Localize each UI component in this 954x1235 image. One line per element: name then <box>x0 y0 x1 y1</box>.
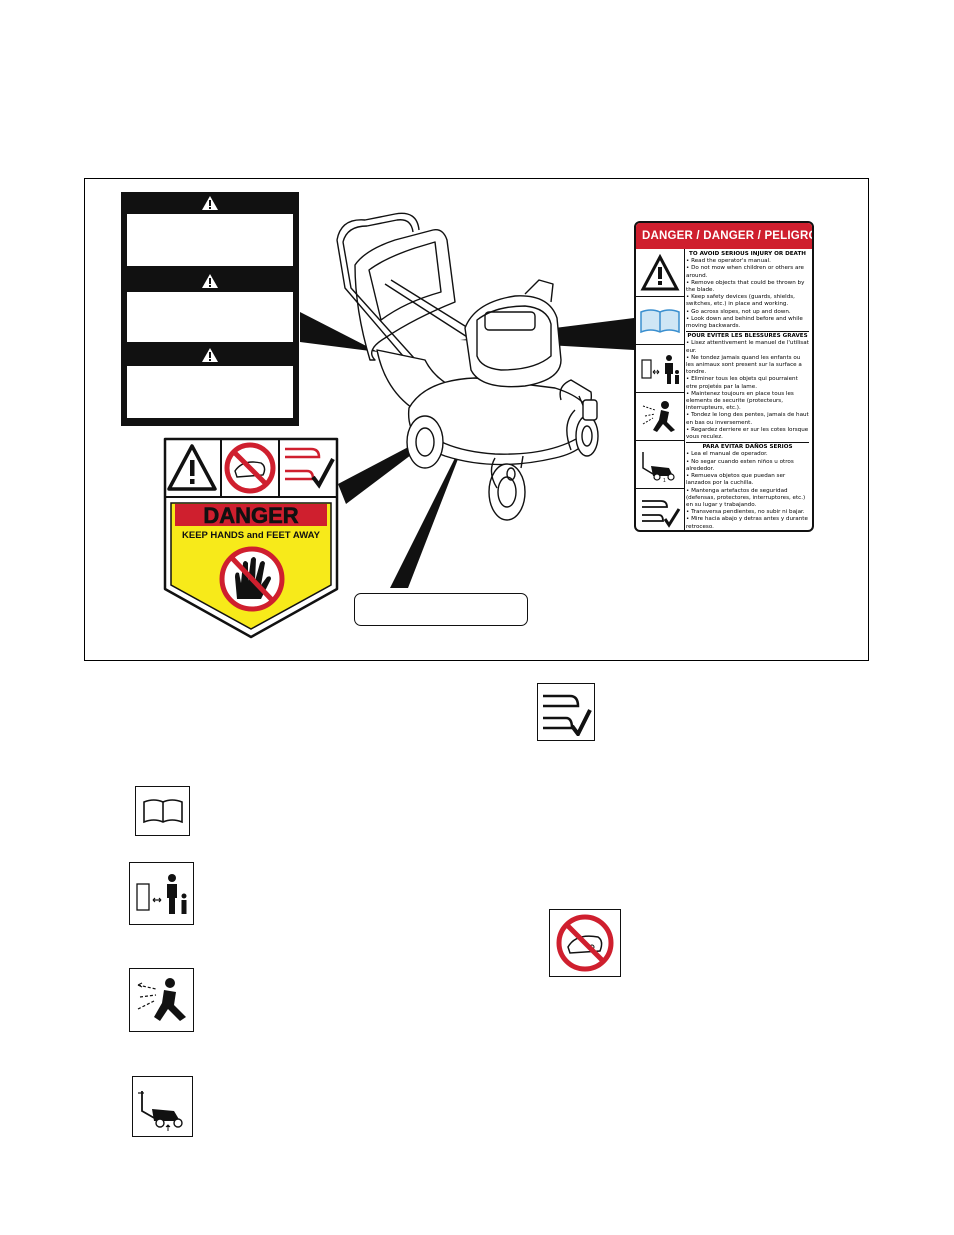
danger-keep-hands-feet-away-decal: DANGER KEEP HANDS and FEET AWAY <box>163 437 339 639</box>
danger-label-icon-column: 1 <box>636 249 685 530</box>
english-heading: TO AVOID SERIOUS INJURY OR DEATH <box>689 251 806 257</box>
danger-label-header: DANGER / DANGER / PELIGRO <box>636 223 812 249</box>
spanish-heading: PARA EVITAR DAÑOS SERIOS <box>702 444 793 451</box>
label-list-item: • Mire hacia abajo y detras antes y dura… <box>686 516 808 528</box>
decal-diagram-frame <box>84 178 869 661</box>
danger-decal-title: DANGER <box>203 503 298 528</box>
operator-manual-icon <box>636 297 684 345</box>
danger-multilingual-label: DANGER / DANGER / PELIGRO 1 TO AVOID SER… <box>634 221 814 532</box>
warning-panel-1 <box>127 214 293 266</box>
warning-triangle-icon <box>121 270 299 292</box>
warning-triangle-icon <box>121 192 299 214</box>
label-list-item: • No segar cuando esten niños u otros al… <box>686 458 794 472</box>
warning-triangle-icon <box>636 249 684 297</box>
lawn-mower-illustration <box>336 212 599 521</box>
label-list-item: • Regardez derriere er sur les cotes lor… <box>686 426 809 441</box>
label-list-item: • Tondez le long des pentes, jamais de h… <box>686 412 809 426</box>
danger-label-text: TO AVOID SERIOUS INJURY OR DEATH • Read … <box>686 251 809 528</box>
danger-label-header-text: DANGER / DANGER / PELIGRO <box>642 230 814 242</box>
slope-mowing-icon: 1 <box>636 441 684 489</box>
no-reaching-under-deck-icon <box>224 442 276 494</box>
slope-mowing-icon <box>132 1076 193 1137</box>
warning-triangle-icon <box>121 344 299 366</box>
no-reaching-under-deck-icon <box>549 909 621 977</box>
label-list-item: • Lisez attentivement le manuel de l'uti… <box>686 340 809 354</box>
label-list-item: • Look down and behind before and while … <box>686 315 803 330</box>
label-list-item: • Remueva objetos que puedan ser lanzado… <box>686 473 786 487</box>
keep-bystanders-away-icon <box>636 345 684 393</box>
label-list-item: • Remove objects that could be thrown by… <box>686 279 805 294</box>
label-list-item: • Read the operator's manual. <box>686 258 771 265</box>
svg-text:1: 1 <box>663 478 666 482</box>
blade-guard-check-icon <box>636 489 684 530</box>
warning-panel-2 <box>127 292 293 342</box>
operator-manual-icon <box>135 786 190 836</box>
part-callout-box <box>354 593 528 626</box>
label-list-item: • Do not mow when children or others are… <box>686 265 804 279</box>
label-list-item: • Lea el manual de operador. <box>686 451 768 458</box>
label-list-item: • Ne tondez jamais quand les enfants ou … <box>686 354 802 376</box>
warning-decal-stack <box>121 192 299 426</box>
danger-decal-subtitle: KEEP HANDS and FEET AWAY <box>182 530 321 541</box>
french-heading: POUR EVITER LES BLESSURES GRAVES <box>687 333 808 340</box>
label-list-item: • Keep safety devices (guards, shields, … <box>686 294 795 308</box>
blade-guard-check-icon <box>537 683 595 741</box>
warning-panel-3 <box>127 366 293 418</box>
no-hand-icon <box>219 546 285 612</box>
label-list-item: • Go across slopes, not up and down. <box>686 308 791 315</box>
keep-bystanders-away-icon <box>129 862 194 925</box>
label-list-item: • Mantenga artefactos de seguridad (defe… <box>686 487 806 508</box>
label-list-item: • Maintenez toujours en place tous les e… <box>686 390 794 412</box>
label-list-item: • Eliminer tous les objets qui pourraien… <box>686 376 798 390</box>
thrown-objects-icon <box>129 968 194 1032</box>
warning-triangle-icon <box>167 444 217 491</box>
thrown-objects-icon <box>636 393 684 441</box>
label-list-item: • Transversa pendientes, no subir ni baj… <box>686 509 805 516</box>
blade-guard-check-icon <box>285 447 335 489</box>
